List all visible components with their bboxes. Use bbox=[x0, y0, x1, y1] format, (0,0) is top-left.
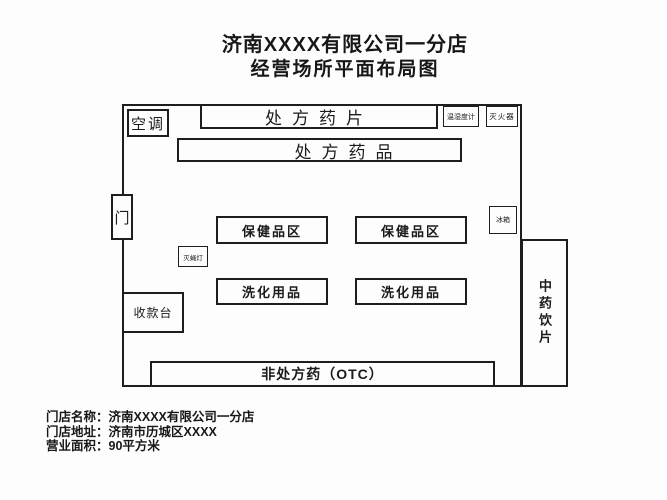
prescription-tablets-label: 处方药片 bbox=[265, 109, 373, 128]
cashier-counter-box: 收款台 bbox=[122, 292, 184, 333]
otc-label: 非处方药（OTC） bbox=[261, 366, 384, 382]
fly-killer-lamp-label: 灭蝇灯 bbox=[183, 254, 203, 262]
toiletries-area-right: 洗化用品 bbox=[355, 278, 467, 305]
page-title: 济南XXXX有限公司一分店 经营场所平面布局图 bbox=[25, 32, 665, 82]
store-info: 门店名称：济南XXXX有限公司一分店 门店地址：济南市历城区XXXX 营业面积：… bbox=[46, 410, 254, 454]
store-address-row: 门店地址：济南市历城区XXXX bbox=[46, 425, 254, 440]
fly-killer-lamp-box: 灭蝇灯 bbox=[178, 246, 208, 267]
health-products-area-right: 保健品区 bbox=[355, 216, 467, 244]
door-label: 门 bbox=[114, 210, 130, 227]
hygrometer-box: 温湿度计 bbox=[443, 106, 479, 127]
toiletries-right-label: 洗化用品 bbox=[380, 285, 441, 300]
title-subtitle: 经营场所平面布局图 bbox=[250, 59, 440, 80]
store-name-label: 门店名称： bbox=[46, 410, 109, 424]
tcm-decoction-pieces-label: 中药饮片 bbox=[537, 279, 552, 347]
cashier-label: 收款台 bbox=[133, 306, 173, 320]
fire-extinguisher-box: 灭火器 bbox=[486, 106, 518, 127]
business-area-row: 营业面积：90平方米 bbox=[46, 439, 254, 454]
air-conditioner-label: 空调 bbox=[130, 116, 165, 133]
hygrometer-label: 温湿度计 bbox=[447, 112, 475, 121]
fire-extinguisher-label: 灭火器 bbox=[489, 112, 515, 121]
prescription-drugs-label: 处方药品 bbox=[294, 142, 403, 162]
title-company-name: 济南XXXX有限公司一分店 bbox=[221, 34, 469, 56]
store-name-row: 门店名称：济南XXXX有限公司一分店 bbox=[46, 410, 254, 425]
business-area-label: 营业面积： bbox=[46, 439, 109, 453]
toiletries-area-left: 洗化用品 bbox=[216, 278, 328, 305]
door-box: 门 bbox=[111, 194, 133, 240]
health-products-left-label: 保健品区 bbox=[241, 223, 302, 239]
toiletries-left-label: 洗化用品 bbox=[241, 285, 302, 300]
fridge-box: 冰箱 bbox=[489, 206, 517, 234]
otc-shelf: 非处方药（OTC） bbox=[150, 361, 495, 387]
prescription-tablets-shelf: 处方药片 bbox=[200, 104, 438, 129]
store-address-value: 济南市历城区XXXX bbox=[108, 424, 217, 439]
prescription-drugs-shelf: 处方药品 bbox=[177, 138, 462, 162]
store-name-value: 济南XXXX有限公司一分店 bbox=[108, 410, 255, 424]
tcm-decoction-pieces-area: 中药饮片 bbox=[521, 239, 568, 387]
business-area-value: 90平方米 bbox=[108, 439, 160, 453]
health-products-area-left: 保健品区 bbox=[216, 216, 328, 244]
air-conditioner-box: 空调 bbox=[127, 109, 169, 137]
store-address-label: 门店地址： bbox=[46, 424, 109, 439]
health-products-right-label: 保健品区 bbox=[380, 223, 441, 239]
fridge-label: 冰箱 bbox=[496, 216, 510, 224]
